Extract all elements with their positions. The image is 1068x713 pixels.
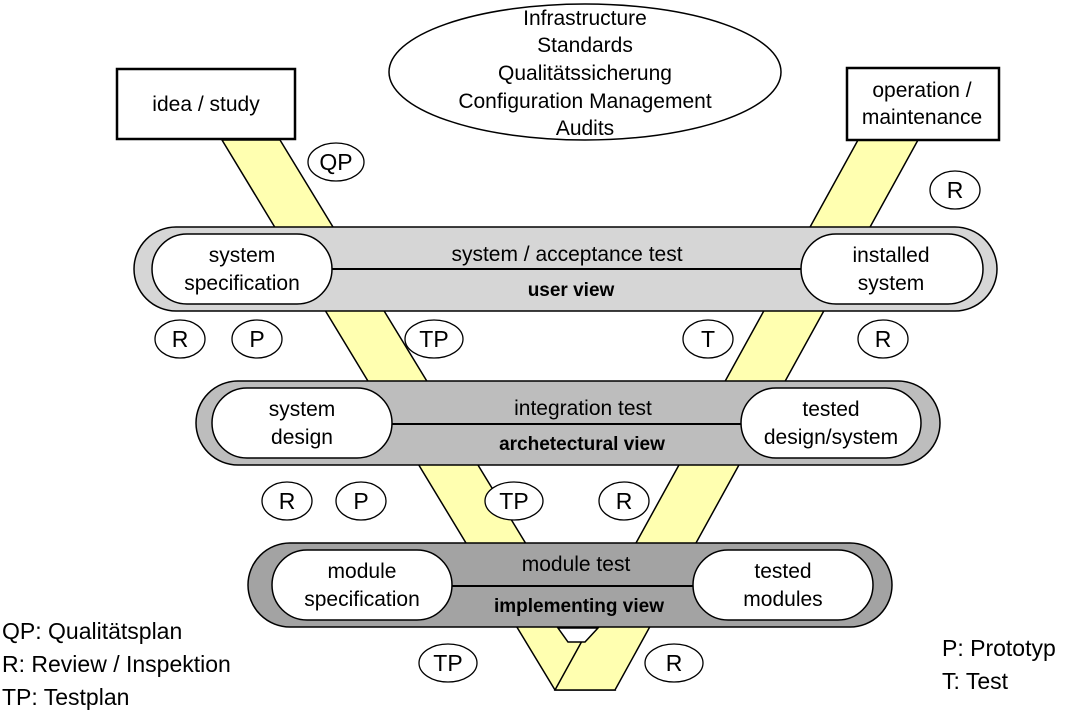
operation-label-line2: maintenance [862,106,982,129]
legend-right: P: Prototyp T: Test [942,635,1056,694]
architectural-view-label: archetectural view [499,434,665,455]
legend-r: R: Review / Inspektion [2,651,231,677]
ellipse-line-standards: Standards [537,34,633,57]
tested-design-line1: tested [802,398,859,421]
marker-r-right-1: R [857,319,909,359]
level-user-view: system specification system / acceptance… [133,226,998,312]
tested-modules-line1: tested [754,560,811,583]
marker-r-bottom: R [644,643,704,683]
installed-system-line1: installed [852,244,929,267]
svg-text:TP: TP [419,326,448,352]
marker-p-left-2: P [335,481,387,521]
module-specification-line1: module [328,560,397,583]
module-test-label: module test [522,553,631,576]
system-acceptance-test-label: system / acceptance test [451,243,682,266]
marker-r-left-1: R [154,319,206,359]
marker-t-1: T [682,319,734,359]
legend-qp: QP: Qualitätsplan [2,618,182,644]
level-implementing-view: module specification module test impleme… [247,542,893,628]
marker-r-left-2: R [261,481,313,521]
system-specification-line1: system [209,244,276,267]
system-specification-pill [151,233,333,305]
svg-text:TP: TP [433,650,462,676]
svg-text:P: P [249,326,264,352]
installed-system-pill [800,233,984,305]
idea-study-box: idea / study [115,67,297,141]
legend-tp: TP: Testplan [2,684,129,710]
svg-text:QP: QP [319,149,352,175]
svg-text:TP: TP [499,488,528,514]
svg-text:T: T [701,326,715,352]
level-architectural-view: system design integration test archetect… [195,380,941,466]
ellipse-line-configuration-management: Configuration Management [458,90,711,113]
legend-p: P: Prototyp [942,635,1056,661]
v-notch [556,627,600,643]
svg-text:R: R [279,488,296,514]
module-specification-line2: specification [304,588,420,611]
marker-r-top-right: R [929,170,981,210]
system-design-line2: design [271,426,333,449]
legend-t: T: Test [942,668,1009,694]
svg-text:R: R [616,488,633,514]
system-design-line1: system [269,398,336,421]
tested-design-line2: design/system [764,426,898,449]
system-design-pill [211,387,393,459]
implementing-view-label: implementing view [494,596,664,617]
tested-design-system-pill [740,387,922,459]
system-specification-line2: specification [184,272,300,295]
ellipse-line-audits: Audits [556,117,614,140]
idea-study-label: idea / study [152,93,260,116]
tested-modules-line2: modules [743,588,822,611]
svg-text:R: R [947,177,964,203]
operation-label-line1: operation / [872,79,971,102]
svg-text:P: P [353,488,368,514]
quality-ellipse: Infrastructure Standards Qualitätssicher… [388,3,782,141]
svg-text:R: R [666,650,683,676]
ellipse-line-infrastructure: Infrastructure [523,7,647,30]
svg-text:R: R [875,326,892,352]
marker-tp-3: TP [418,643,478,683]
user-view-label: user view [528,280,615,301]
ellipse-line-qualitaetssicherung: Qualitätssicherung [498,62,672,85]
operation-maintenance-box: operation / maintenance [845,66,1001,142]
module-specification-pill [271,549,453,621]
marker-r-right-2: R [598,481,650,521]
installed-system-line2: system [858,272,925,295]
tested-modules-pill [692,549,874,621]
legend-left: QP: Qualitätsplan R: Review / Inspektion… [2,618,231,710]
marker-p-left-1: P [231,319,283,359]
svg-text:R: R [172,326,189,352]
marker-qp: QP [307,142,365,182]
integration-test-label: integration test [514,397,652,420]
marker-tp-1: TP [404,319,464,359]
marker-tp-2: TP [484,481,544,521]
